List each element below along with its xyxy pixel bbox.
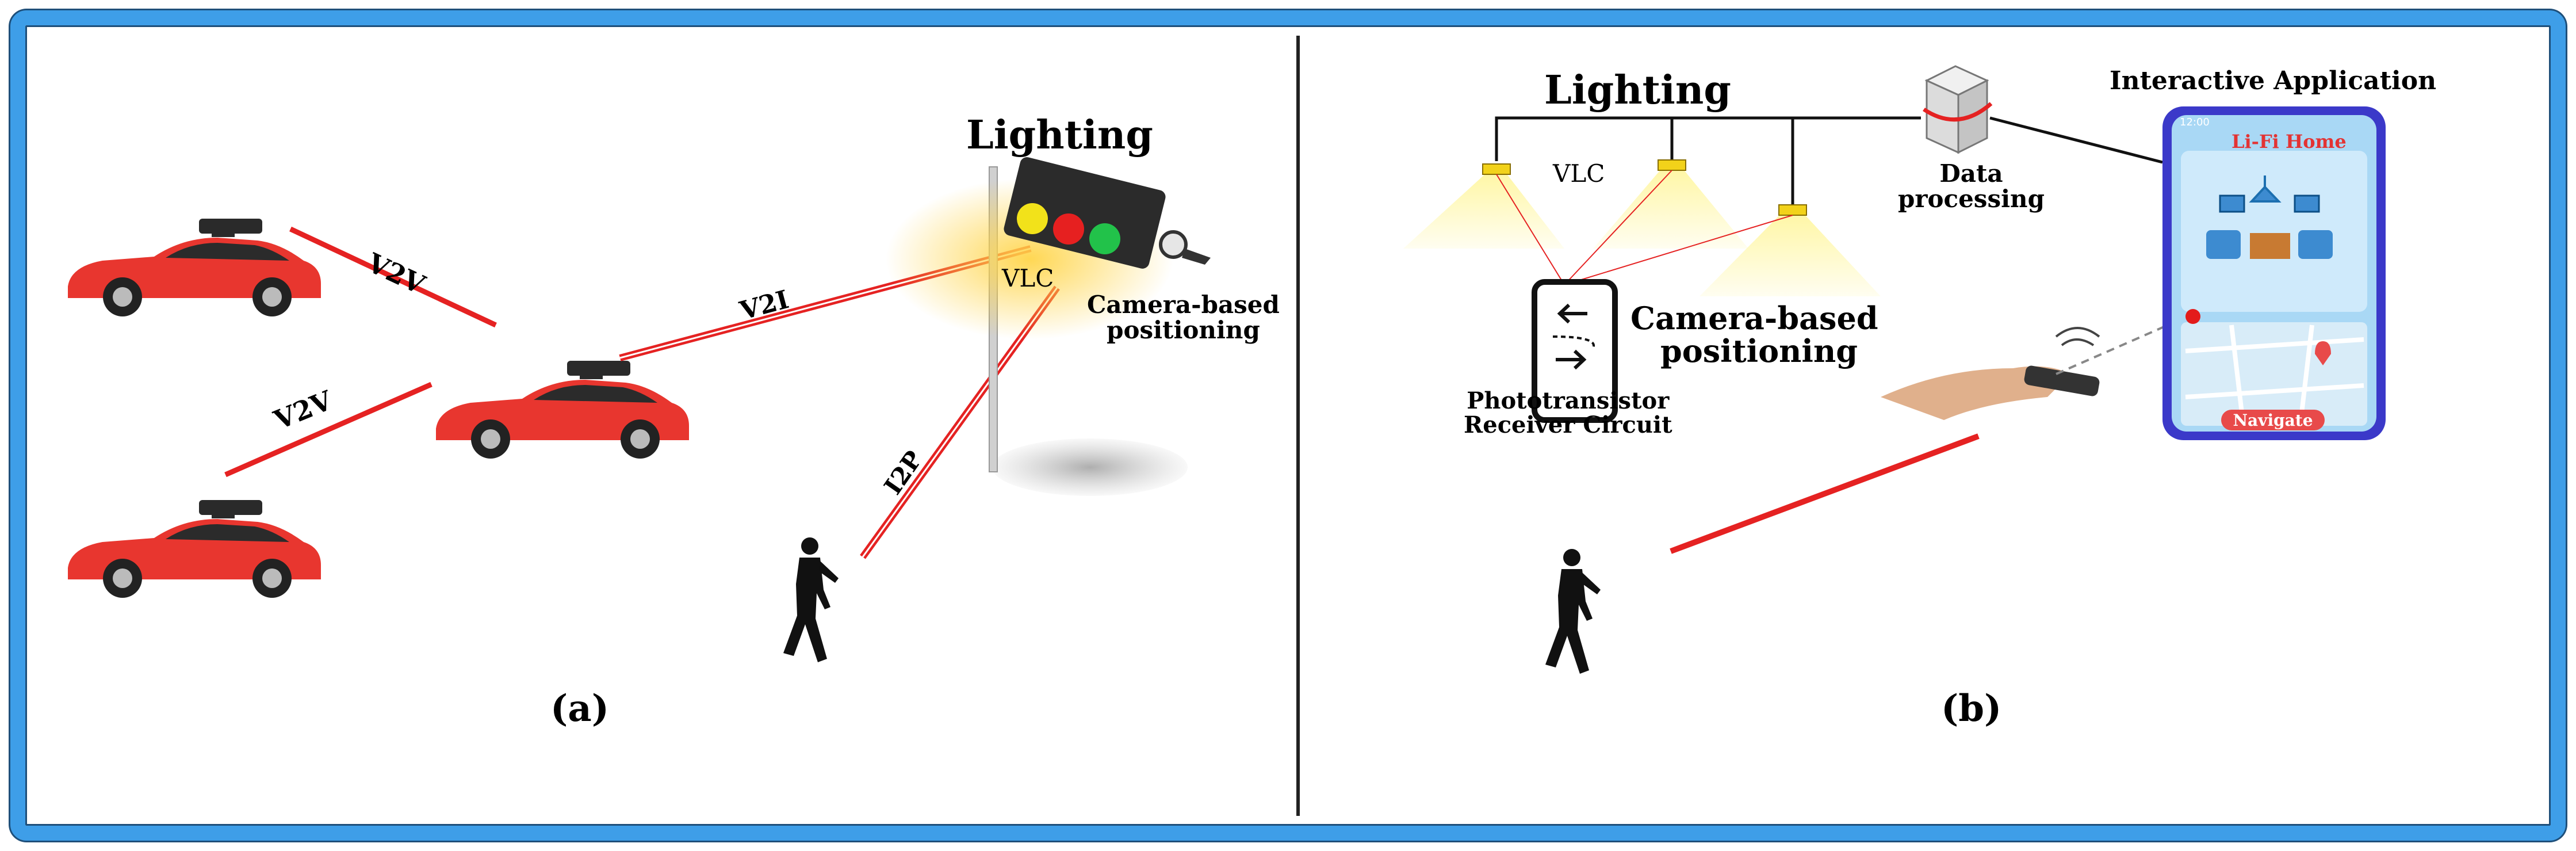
car-icon-middle — [436, 361, 689, 459]
pedestrian-icon-b — [1545, 549, 1601, 674]
car-icon-bottom — [68, 500, 321, 598]
pedestrian-icon-a — [783, 537, 839, 662]
lamp-icon-1 — [1482, 163, 1511, 175]
lamp-icon-3 — [1778, 204, 1807, 216]
caption-a: (a) — [550, 687, 610, 730]
v2v-link-top — [289, 226, 497, 328]
lighting-label-a: Lighting — [966, 112, 1153, 158]
pole-shadow — [992, 438, 1188, 496]
server-icon — [1923, 65, 1993, 154]
vlc-signal-lines — [1496, 170, 1793, 285]
location-dot — [2185, 309, 2200, 324]
lamp-icon-2 — [1658, 159, 1686, 171]
camera-positioning-label-a: Camera-based positioning — [1087, 291, 1280, 345]
light-beam-1 — [1403, 173, 1564, 249]
light-beam-3 — [1700, 213, 1881, 296]
map-pin-icon — [2315, 341, 2331, 365]
navigate-button-label[interactable]: Navigate — [2233, 411, 2313, 430]
v2v-link-bottom — [224, 381, 432, 478]
home-appliance-icons — [2206, 175, 2333, 259]
camera-positioning-label-b: Camera-based positioning — [1630, 300, 1878, 369]
data-processing-label: Data processing — [1898, 159, 2045, 213]
receiver-phone-icon — [1532, 279, 1618, 423]
vlc-label-b: VLC — [1553, 159, 1605, 188]
caption-b: (b) — [1941, 687, 2002, 730]
lighting-label-b: Lighting — [1544, 67, 1731, 113]
lighting-wire — [1495, 116, 1921, 161]
hand-phone-icon — [1881, 327, 2100, 420]
vlc-label-a: VLC — [1002, 264, 1054, 292]
light-beam-2 — [1593, 168, 1748, 249]
phone-status-time: 12:00 — [2180, 116, 2210, 128]
interactive-application-label: Interactive Application — [2110, 66, 2437, 96]
phototransistor-label: Phototransistor Receiver Circuit — [1464, 387, 1672, 438]
app-title: Li-Fi Home — [2231, 131, 2347, 152]
pedestrian-link-b — [1670, 433, 1980, 554]
navigate-button — [2221, 410, 2325, 430]
map-roads — [2185, 325, 2364, 423]
app-wire — [1989, 116, 2163, 164]
car-icon-top — [68, 219, 321, 316]
figure-border — [10, 10, 2566, 841]
traffic-light-icon — [1004, 157, 1211, 269]
